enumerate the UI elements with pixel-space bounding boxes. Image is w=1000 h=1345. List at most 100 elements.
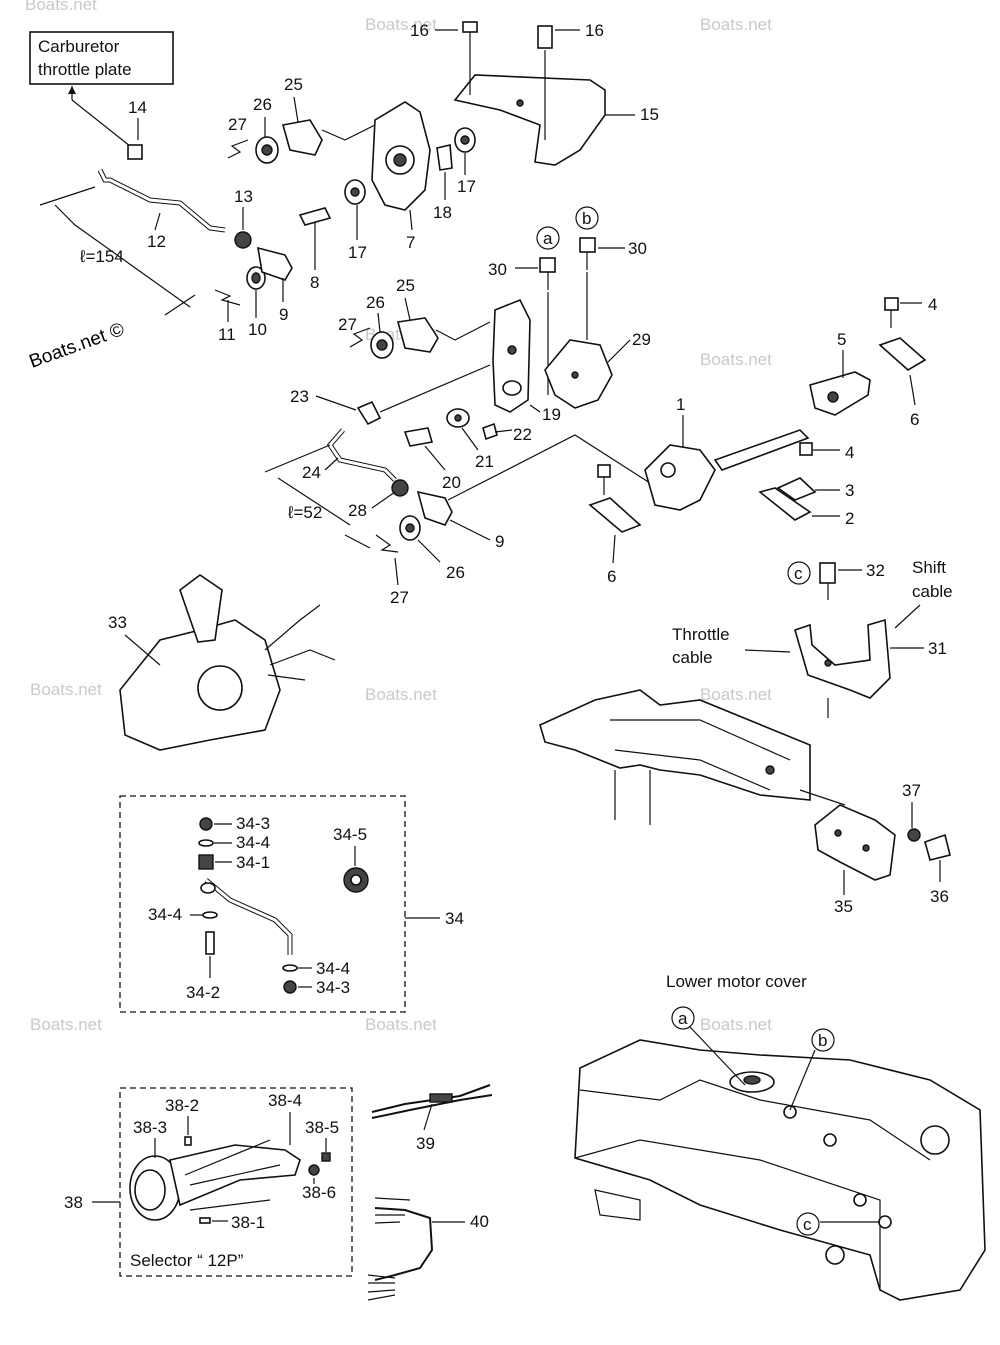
leader-line — [612, 534, 616, 564]
part-37 — [907, 828, 921, 842]
leader-line — [423, 1103, 433, 1131]
leader-line — [124, 634, 161, 666]
engine-base-edge — [614, 749, 771, 791]
carburetor-label-box — [29, 31, 174, 85]
part-number: 38-1 — [231, 1213, 265, 1232]
part-16 — [462, 21, 478, 33]
leader-line — [909, 374, 916, 406]
part-26-hole — [376, 339, 388, 351]
part-number: 20 — [442, 473, 461, 492]
watermark: Boats.net — [25, 0, 97, 14]
part-34-3 — [199, 817, 213, 831]
leader-line — [409, 209, 413, 231]
part-33-wires — [264, 604, 336, 681]
part-number: 17 — [348, 243, 367, 262]
part-number: 2 — [845, 509, 854, 528]
part-number: 26 — [446, 563, 465, 582]
leader-line — [449, 519, 491, 541]
leader-line — [293, 96, 299, 123]
part-29-hole — [571, 371, 579, 379]
part-18 — [436, 144, 453, 171]
leader-line — [789, 1049, 816, 1111]
part-number: 8 — [310, 273, 319, 292]
watermark: Boats.net — [30, 1015, 102, 1034]
part-11 — [214, 289, 241, 306]
part-number: 39 — [416, 1134, 435, 1153]
part-number: 6 — [607, 567, 616, 586]
part-number: 37 — [902, 781, 921, 800]
part-17-hole — [460, 135, 470, 145]
part-30 — [579, 237, 596, 253]
part-36 — [924, 833, 951, 861]
part-5-hole — [827, 391, 839, 403]
callout-c-circle — [796, 1212, 820, 1236]
watermark-copyright: Boats.net © — [27, 319, 128, 373]
part-number: 35 — [834, 897, 853, 916]
watermark: Boats.net — [700, 350, 772, 369]
leader-line — [324, 457, 339, 471]
part-number: 31 — [928, 639, 947, 658]
leader-line — [154, 212, 161, 231]
part-4 — [884, 297, 899, 311]
part-33-handle — [179, 574, 223, 643]
part-number: 34 — [445, 909, 464, 928]
part-number: 22 — [513, 425, 532, 444]
watermark: Boats.net — [365, 1015, 437, 1034]
engine-base-edge — [610, 719, 791, 761]
lower-motor-cover-edge — [579, 1079, 931, 1161]
part-25 — [281, 119, 323, 156]
kit-38-box — [119, 1087, 353, 1277]
dimension-line — [39, 186, 96, 206]
part-number: 23 — [290, 387, 309, 406]
watermark: Boats.net — [365, 15, 437, 34]
part-number: 4 — [845, 443, 854, 462]
leader-line — [424, 445, 446, 471]
lower-motor-cover-body — [574, 1039, 986, 1301]
part-number: 29 — [632, 330, 651, 349]
part-number: 27 — [390, 588, 409, 607]
part-7-hole — [393, 153, 407, 167]
part-number: 16 — [585, 21, 604, 40]
leader-line — [417, 539, 441, 563]
part-38-6 — [308, 1164, 320, 1176]
dimension-label: ℓ=52 — [287, 503, 322, 522]
leader-line — [371, 491, 396, 509]
part-2 — [758, 487, 812, 521]
watermark: Boats.net — [700, 1015, 772, 1034]
part-16 — [537, 25, 553, 49]
part-40-leads — [374, 1197, 411, 1224]
part-35-hole — [862, 844, 870, 852]
leader-line — [529, 404, 541, 413]
lower-motor-cover-tab — [594, 1189, 641, 1221]
part-number: 17 — [457, 177, 476, 196]
part-13 — [234, 231, 252, 249]
part-number: 13 — [234, 187, 253, 206]
callout-c-circle — [787, 561, 811, 585]
part-number: 9 — [279, 305, 288, 324]
part-number: 40 — [470, 1212, 489, 1231]
leader-line — [461, 427, 479, 451]
part-27 — [375, 534, 399, 553]
dimension-line — [54, 204, 191, 308]
part-20 — [403, 427, 434, 447]
part-34-4 — [282, 964, 298, 972]
part-12-rod-inner — [98, 169, 226, 232]
part-number: 34-4 — [316, 959, 350, 978]
watermark: Boats.net — [700, 685, 772, 704]
part-34-5-hole — [350, 874, 362, 886]
leader-line — [404, 297, 411, 321]
carburetor-label: Carburetor — [38, 37, 120, 56]
lower-motor-cover-hole — [878, 1215, 892, 1229]
part-40-leads — [367, 1274, 396, 1301]
part-number: 12 — [147, 232, 166, 251]
part-number: 4 — [928, 295, 937, 314]
callout-b-circle — [575, 206, 599, 230]
leader-line — [494, 429, 513, 433]
dimension-line — [164, 294, 196, 316]
part-38-1 — [199, 1217, 211, 1224]
kit-34-box — [119, 795, 406, 1013]
arrow-line — [894, 604, 921, 629]
part-number: 34-3 — [236, 814, 270, 833]
watermark: Boats.net — [365, 685, 437, 704]
